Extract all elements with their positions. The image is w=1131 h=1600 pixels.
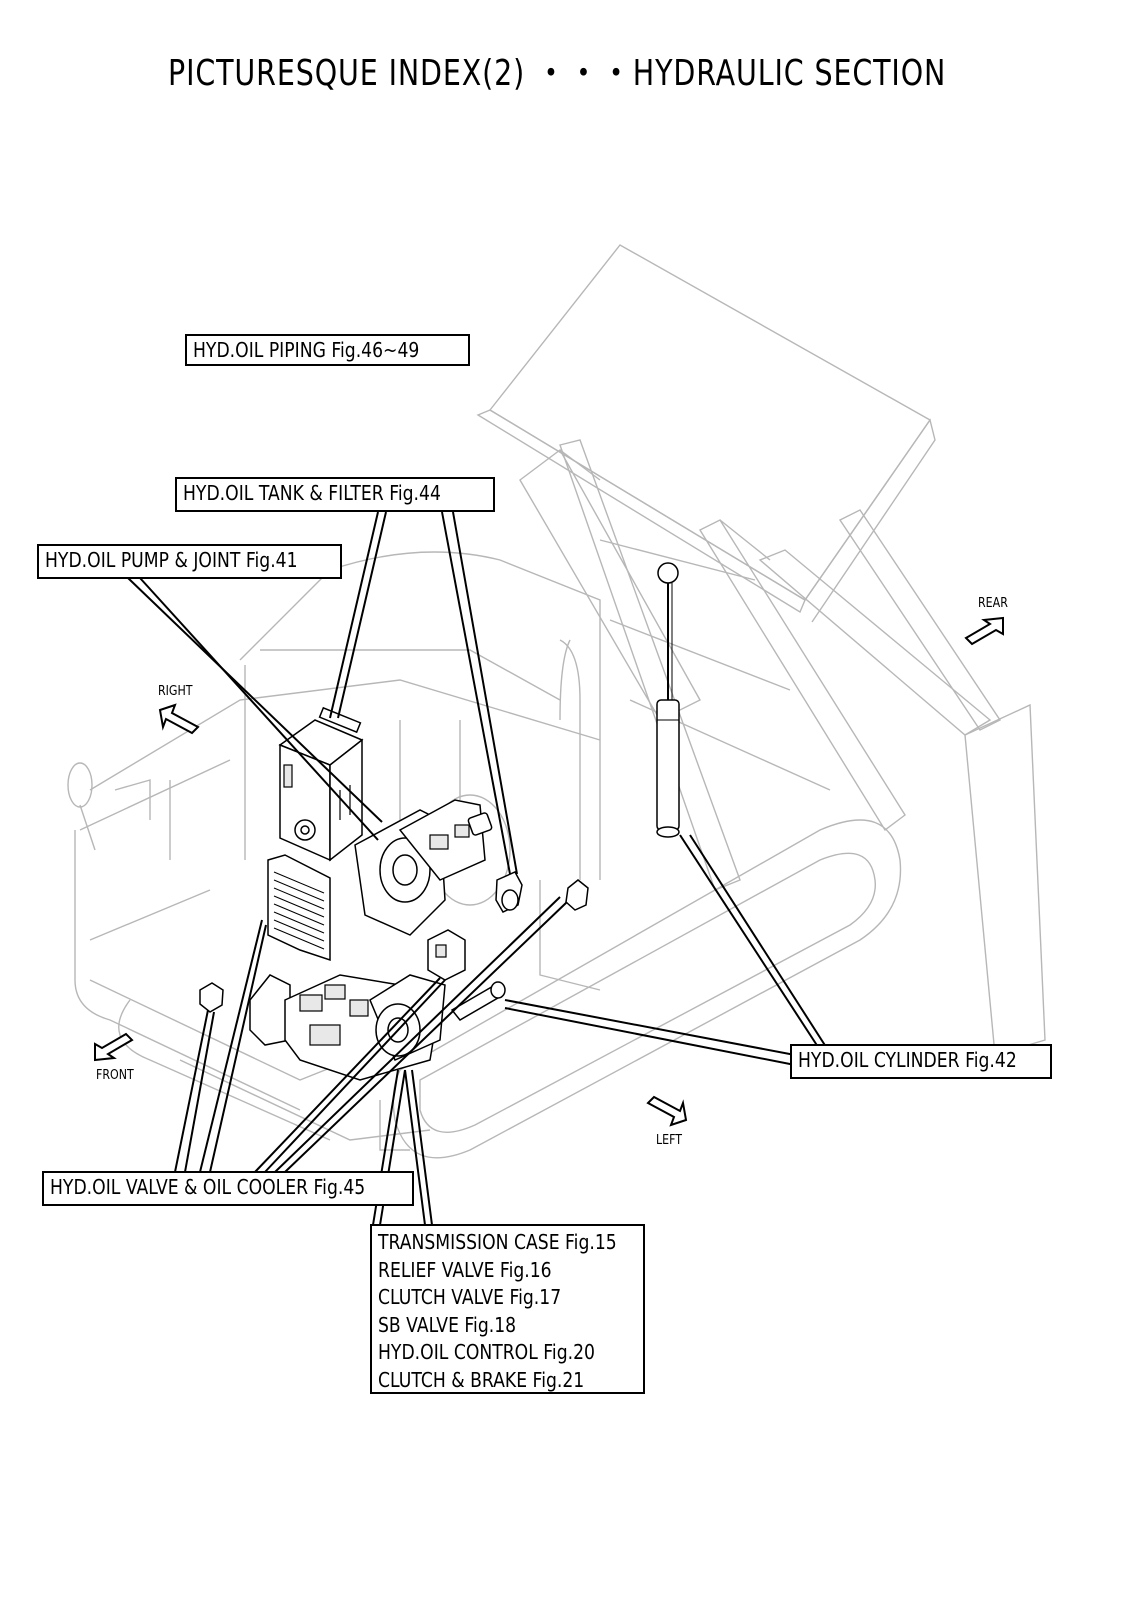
callout-pump-joint: HYD.OIL PUMP & JOINT Fig.41 xyxy=(37,544,342,579)
oil-cooler xyxy=(267,854,331,962)
callout-cylinder-label: HYD.OIL CYLINDER Fig.42 xyxy=(798,1048,1017,1072)
list-item: RELIEF VALVE Fig.16 xyxy=(378,1257,552,1282)
page-title: PICTURESQUE INDEX(2) ・・・HYDRAULIC SECTIO… xyxy=(168,53,947,94)
callout-tank-filter: HYD.OIL TANK & FILTER Fig.44 xyxy=(175,477,495,512)
callout-valve-cooler-label: HYD.OIL VALVE & OIL COOLER Fig.45 xyxy=(50,1175,366,1199)
dump-body-outline xyxy=(476,244,1046,1056)
list-item: CLUTCH & BRAKE Fig.21 xyxy=(378,1367,585,1392)
callout-oil-piping: HYD.OIL PIPING Fig.46~49 xyxy=(185,334,470,366)
transmission-case xyxy=(249,974,446,1081)
direction-front-label: FRONT xyxy=(96,1068,134,1083)
crawler-track-outline xyxy=(379,819,902,1159)
list-item: HYD.OIL CONTROL Fig.20 xyxy=(378,1340,595,1364)
list-item: TRANSMISSION CASE Fig.15 xyxy=(378,1230,617,1254)
oil-control-block xyxy=(427,929,466,981)
list-item: CLUTCH VALVE Fig.17 xyxy=(378,1285,562,1309)
left-arrow xyxy=(646,1095,688,1127)
direction-right-label: RIGHT xyxy=(158,684,193,699)
rear-arrow xyxy=(964,616,1004,646)
callout-transmission-list: TRANSMISSION CASE Fig.15 RELIEF VALVE Fi… xyxy=(370,1224,645,1394)
hydraulic-pump xyxy=(354,799,493,936)
callout-tank-filter-label: HYD.OIL TANK & FILTER Fig.44 xyxy=(183,481,441,505)
leader-lines xyxy=(127,511,829,1226)
line-filter xyxy=(495,871,589,913)
oil-tank xyxy=(278,706,364,862)
hydraulic-cylinder xyxy=(656,562,680,838)
right-arrow xyxy=(158,703,200,735)
chassis-outline xyxy=(67,551,601,1141)
front-valve xyxy=(199,982,224,1013)
direction-rear-label: REAR xyxy=(978,596,1008,611)
callout-pump-joint-label: HYD.OIL PUMP & JOINT Fig.41 xyxy=(45,548,298,572)
callout-oil-piping-label: HYD.OIL PIPING Fig.46~49 xyxy=(193,338,420,362)
direction-left-label: LEFT xyxy=(656,1133,683,1148)
callout-cylinder: HYD.OIL CYLINDER Fig.42 xyxy=(790,1044,1052,1079)
callout-valve-cooler: HYD.OIL VALVE & OIL COOLER Fig.45 xyxy=(42,1171,414,1206)
list-item: SB VALVE Fig.18 xyxy=(378,1312,517,1337)
front-arrow xyxy=(94,1032,134,1062)
small-cylinder xyxy=(450,981,506,1021)
